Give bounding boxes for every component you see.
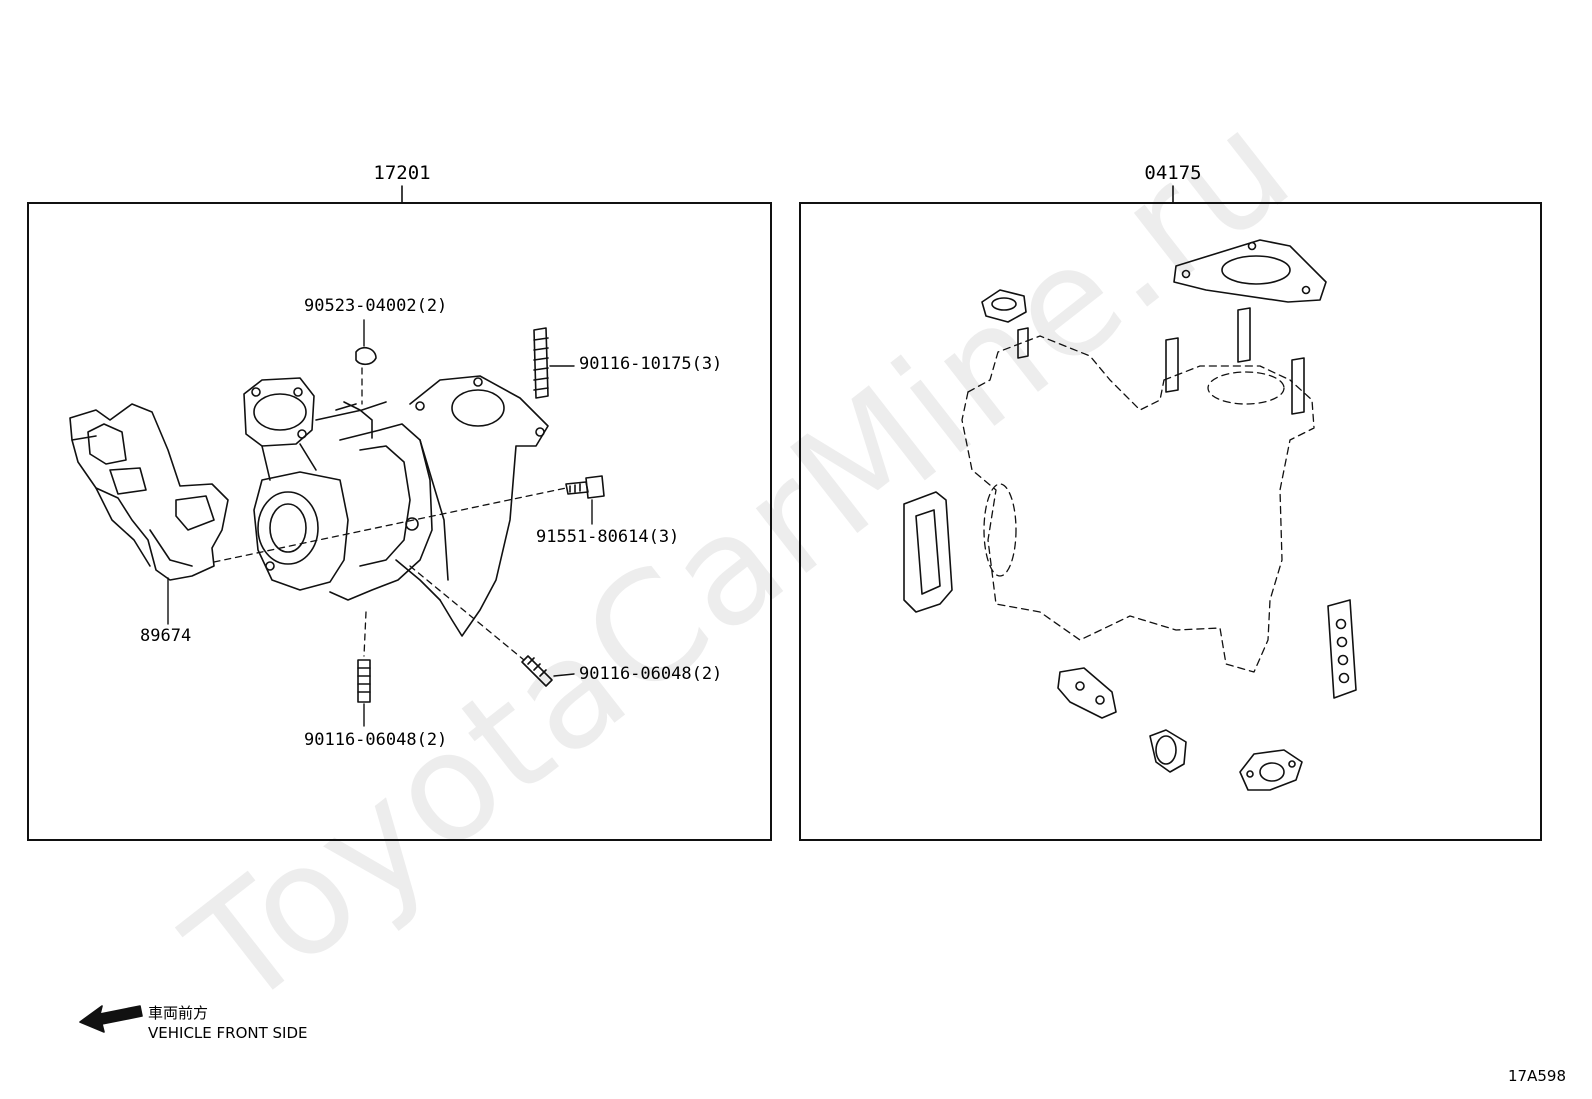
callout-stud-right: 90116-06048(2) [579, 664, 723, 684]
bracket-drawing [69, 403, 229, 625]
left-assembly-number: 17201 [373, 162, 431, 184]
callout-stud-lower: 90116-06048(2) [304, 730, 448, 750]
stud-right-drawing [521, 655, 575, 687]
small-flange-gasket-drawing [981, 289, 1027, 323]
vehicle-front-japanese: 車両前方 [148, 1004, 209, 1022]
engine-outline-drawing [961, 335, 1315, 673]
bolt-drawing [565, 475, 605, 525]
oval-gasket-drawing [1057, 667, 1117, 719]
header-leaders [401, 185, 1174, 203]
callout-gasket-clip: 90523-04002(2) [304, 296, 448, 316]
callout-stud-upper: 90116-10175(3) [579, 354, 723, 374]
clip-drawing [355, 319, 377, 366]
diamond-gasket-drawing [1239, 749, 1303, 791]
right-assembly-number: 04175 [1144, 162, 1202, 184]
grommet-drawing [1149, 729, 1187, 773]
vehicle-front-english: VEHICLE FRONT SIDE [148, 1024, 308, 1042]
stud-lower-drawing [357, 659, 371, 727]
front-arrow-icon [79, 1005, 143, 1033]
turbocharger-drawing [243, 375, 549, 637]
side-gasket-drawing [903, 491, 953, 613]
callout-bolt: 91551-80614(3) [536, 527, 680, 547]
illustration-code: 17A598 [1508, 1067, 1566, 1085]
stud-upper-drawing [533, 327, 575, 399]
left-assembly-panel [27, 202, 772, 841]
exhaust-flange-gasket-drawing [1173, 239, 1327, 303]
plate-gasket-drawing [1327, 599, 1357, 699]
callout-bracket: 89674 [140, 626, 192, 646]
stud-bolts-right-drawing [1017, 307, 1305, 415]
assembly-dash-lines [213, 367, 567, 661]
right-assembly-panel [799, 202, 1542, 841]
